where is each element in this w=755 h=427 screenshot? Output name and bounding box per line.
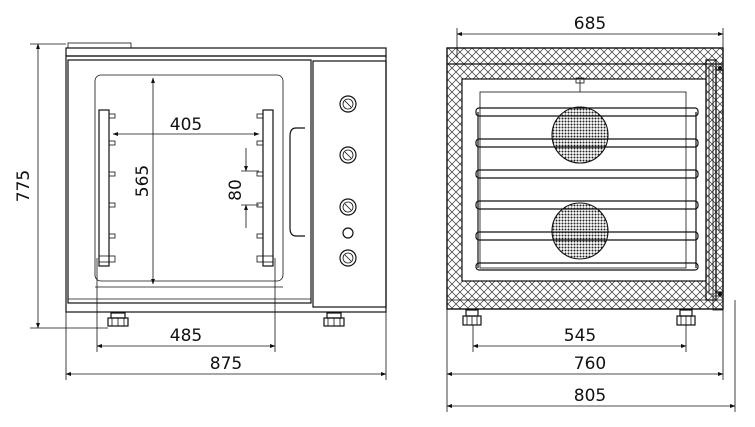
dim-front-inner-width: 405 <box>112 115 260 136</box>
control-panel <box>312 60 387 308</box>
dim-label-80: 80 <box>226 179 246 201</box>
knob-4 <box>339 249 357 267</box>
left-rack-hooks <box>98 113 116 263</box>
knob-2 <box>339 146 357 164</box>
side-foot-left <box>462 309 482 326</box>
fan-upper <box>551 106 609 164</box>
side-view: 685 545 760 805 <box>446 14 736 412</box>
tray-rails <box>475 107 699 271</box>
dim-label-405: 405 <box>170 115 202 135</box>
dim-label-775: 775 <box>14 170 34 202</box>
dim-side-top-depth: 685 <box>456 14 724 58</box>
knob-1 <box>339 95 357 113</box>
side-foot-right <box>676 309 696 326</box>
dim-label-545: 545 <box>564 326 596 346</box>
dim-label-805: 805 <box>574 386 606 406</box>
dim-front-inner-height: 565 <box>133 77 155 285</box>
front-foot-left <box>107 312 129 327</box>
right-rack-hooks <box>256 113 274 263</box>
knob-3 <box>339 198 357 216</box>
dim-front-height: 775 <box>14 43 108 329</box>
fan-shroud <box>479 91 687 269</box>
dim-front-rack-spacing: 80 <box>226 148 259 228</box>
dim-label-685: 685 <box>574 14 606 34</box>
fan-probe-cap <box>575 77 585 84</box>
side-door-profile <box>705 59 724 311</box>
dim-label-875: 875 <box>210 354 242 374</box>
dim-front-feet: 485 <box>96 258 276 352</box>
dim-side-body-depth: 760 <box>446 309 724 412</box>
indicator-light <box>342 227 354 239</box>
dim-side-overall-depth: 805 <box>446 300 736 412</box>
dim-front-width: 875 <box>65 312 387 380</box>
fan-lower <box>551 202 609 260</box>
front-view: 775 405 565 80 485 <box>14 42 387 380</box>
oven-door <box>67 59 312 304</box>
front-top-plate <box>65 47 387 57</box>
dim-label-760: 760 <box>574 354 606 374</box>
front-top-tab <box>67 42 132 49</box>
dim-label-565: 565 <box>133 165 153 197</box>
door-glass <box>94 74 284 282</box>
door-handle <box>289 127 305 237</box>
left-rack-rail <box>98 109 110 267</box>
front-foot-right <box>323 312 345 327</box>
dim-side-feet: 545 <box>472 325 687 352</box>
right-rack-rail <box>262 109 274 267</box>
dim-label-485: 485 <box>170 326 202 346</box>
